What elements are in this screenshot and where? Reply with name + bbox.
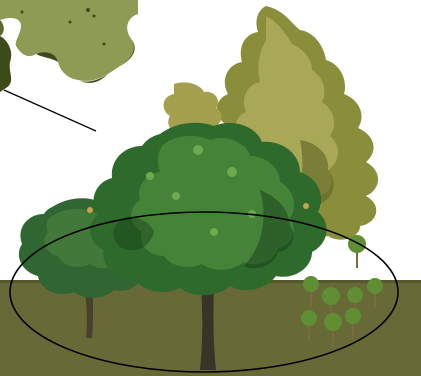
zoom-inset — [0, 0, 138, 92]
callout-line — [4, 90, 96, 131]
